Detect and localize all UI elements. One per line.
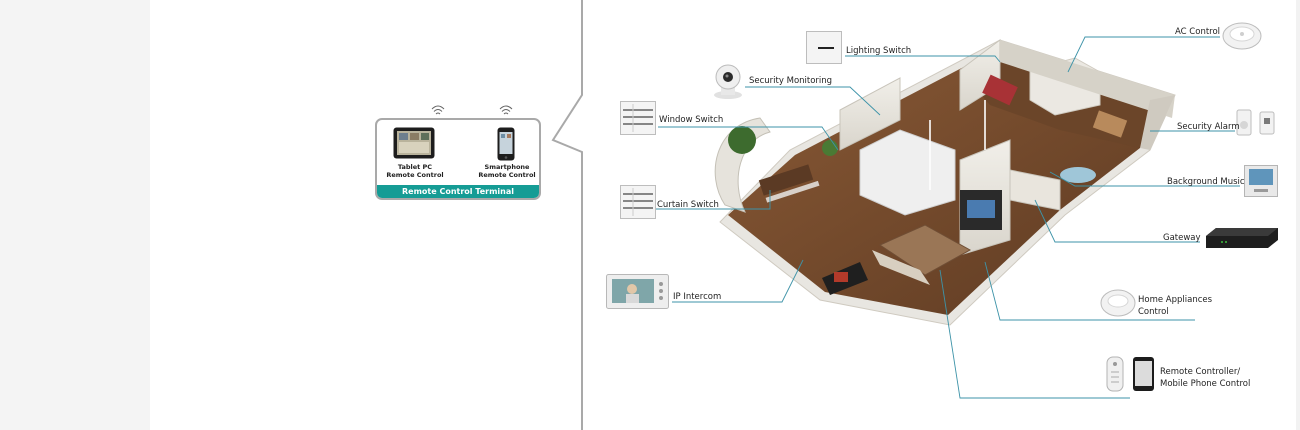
security-alarm-label: Security Alarm	[1177, 122, 1240, 132]
smartphone-caption-line2: Remote Control	[478, 171, 536, 179]
curtain-switch-label: Curtain Switch	[657, 200, 719, 210]
home-appliances-label-line2: Control	[1138, 307, 1169, 317]
smartphone-icon	[497, 127, 515, 161]
tablet-caption: Tablet PC Remote Control	[383, 163, 447, 179]
remote-control-terminal: Tablet PC Remote Control Smartphone Remo…	[375, 118, 541, 200]
remote-label-line2: Mobile Phone Control	[1160, 379, 1251, 389]
curtain-switch-panel-icon	[620, 185, 656, 219]
left-margin	[0, 0, 150, 430]
smartphone-caption-line1: Smartphone	[484, 163, 530, 171]
intercom-icon	[606, 274, 669, 309]
music-panel-icon	[1244, 165, 1278, 197]
ip-intercom-label: IP Intercom	[673, 292, 722, 302]
window-switch-label: Window Switch	[659, 115, 724, 125]
camera-icon	[711, 61, 745, 99]
ac-control-label: AC Control	[1175, 27, 1221, 37]
gateway-icon	[1204, 226, 1280, 250]
remote-label-line1: Remote Controller/	[1160, 367, 1241, 377]
tablet-icon	[393, 127, 435, 159]
gateway-label: Gateway	[1163, 233, 1201, 243]
window-switch-panel-icon	[620, 101, 656, 135]
tablet-caption-line2: Remote Control	[386, 171, 444, 179]
lighting-switch-label: Lighting Switch	[846, 46, 912, 56]
home-appliance-controller-icon	[1100, 288, 1136, 318]
ac-controller-icon	[1222, 20, 1262, 50]
security-monitoring-label: Security Monitoring	[749, 76, 833, 86]
alarm-sensor-icon	[1236, 109, 1280, 137]
home-appliances-label-line1: Home Appliances	[1138, 295, 1213, 305]
remote-icon	[1106, 356, 1156, 392]
smartphone-caption: Smartphone Remote Control	[473, 163, 539, 179]
background-music-label: Background Music	[1167, 177, 1245, 187]
right-margin	[1296, 0, 1300, 430]
lighting-switch-icon	[806, 31, 842, 64]
terminal-title-bar: Remote Control Terminal	[377, 185, 539, 198]
tablet-caption-line1: Tablet PC	[397, 163, 433, 171]
